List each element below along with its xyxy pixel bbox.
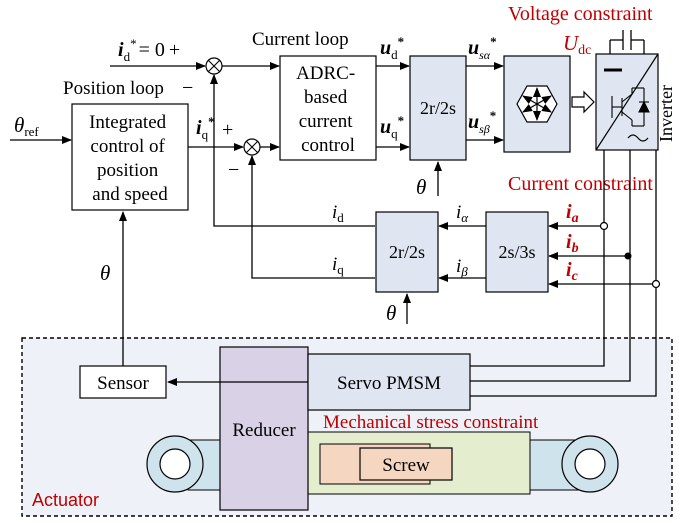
uq-ref-label: uq*: [380, 113, 404, 141]
ia-label: ia: [566, 201, 579, 226]
sensor-block: [79, 365, 167, 399]
adrc-block: [279, 55, 377, 161]
adrc-label: ADRC- based current control: [296, 63, 360, 156]
screw-label: Screw: [382, 455, 430, 476]
inverse-park-block: [409, 55, 467, 161]
minus-q: −: [228, 159, 239, 181]
clarke-label: 2s/3s: [498, 242, 535, 262]
left-eye: [146, 435, 204, 493]
voltage-constraint-label: Voltage constraint: [508, 3, 653, 25]
ic-label: ic: [566, 259, 579, 284]
integrated-control-block: [71, 103, 189, 211]
park-block: [375, 211, 439, 293]
theta-top-label: θ: [416, 175, 426, 199]
id-ref-label: id*= 0+: [118, 36, 180, 64]
dc-capacitor-icon: [609, 30, 645, 54]
iq-label: iq: [332, 254, 344, 277]
ib-label: ib: [566, 231, 579, 256]
usalpha-label: usα*: [468, 34, 497, 62]
sum-junction-d: [205, 57, 223, 75]
sum-junction-q: [243, 138, 261, 156]
gate-signal-arrow: [571, 90, 595, 114]
svpwm-hexagon-icon: [516, 85, 558, 123]
iq-ref-label: iq*: [196, 114, 215, 142]
mech-constraint-label: Mechanical stress constraint: [323, 412, 539, 433]
ialpha-label: iα: [456, 202, 469, 225]
inverse-park-label: 2r/2s: [420, 98, 456, 118]
theta-sensor-label: θ: [100, 261, 110, 285]
reducer-block: [219, 346, 309, 511]
usbeta-label: usβ*: [468, 108, 496, 136]
ud-ref-label: ud*: [380, 34, 404, 62]
integrated-control-label: Integrated control of position and speed: [89, 112, 171, 205]
inverter-label: Inverter: [656, 85, 676, 142]
current-loop-label: Current loop: [252, 29, 349, 50]
park-label: 2r/2s: [389, 242, 425, 262]
servo-label: Servo PMSM: [337, 373, 441, 394]
udc-label: Udc: [563, 31, 591, 58]
igbt-icon: [611, 87, 650, 127]
right-eye: [561, 435, 619, 493]
plus-q: +: [222, 119, 233, 141]
position-loop-label: Position loop: [63, 78, 164, 99]
screw-block: [359, 447, 453, 481]
ibeta-label: iβ: [456, 256, 468, 279]
ac-symbol-icon: [627, 134, 649, 142]
actuator-label: Actuator: [32, 490, 99, 510]
id-label: id: [332, 202, 344, 225]
theta-ref-label: θref: [14, 113, 39, 139]
servo-pmsm-block: [307, 353, 471, 411]
current-constraint-label: Current constraint: [508, 173, 653, 195]
minus-d: −: [182, 77, 193, 99]
theta-bottom-label: θ: [386, 301, 396, 325]
current-sensing-points: [599, 221, 661, 289]
sensor-label: Sensor: [97, 373, 149, 394]
reducer-label: Reducer: [232, 420, 296, 441]
